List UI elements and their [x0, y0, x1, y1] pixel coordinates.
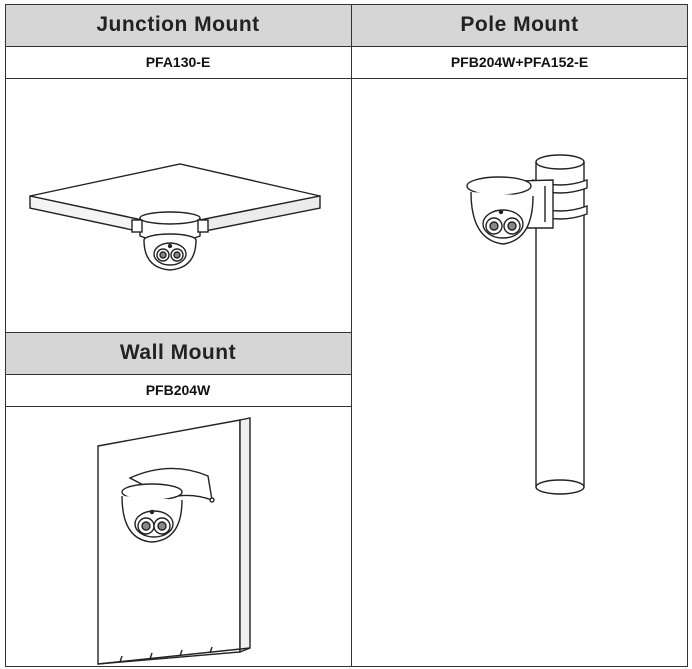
- mount-table: Junction Mount Pole Mount PFA130-E PFB20…: [5, 4, 688, 667]
- wall-row-divider-mid: [5, 374, 352, 375]
- table-border-right: [687, 4, 688, 667]
- pole-mount-header: Pole Mount: [351, 4, 688, 46]
- wall-row-divider-top: [5, 332, 352, 333]
- wall-mounted-dome-camera-icon: [97, 417, 251, 665]
- table-border-top: [5, 4, 688, 5]
- junction-model-label: PFA130-E: [145, 54, 211, 70]
- pole-model-label: PFB204W+PFA152-E: [450, 54, 589, 70]
- wall-row-divider-bottom: [5, 406, 352, 407]
- table-border-left: [5, 4, 6, 667]
- row-divider-2: [5, 78, 688, 79]
- row-divider-1: [5, 46, 688, 47]
- junction-mount-header: Junction Mount: [5, 4, 351, 46]
- table-border-bottom: [5, 666, 688, 667]
- table-divider-vertical: [351, 4, 352, 667]
- ceiling-junction-dome-camera-icon: [29, 163, 321, 271]
- wall-mount-header: Wall Mount: [5, 332, 351, 374]
- pole-mounted-dome-camera-icon: [466, 154, 588, 495]
- wall-model-label: PFB204W: [145, 382, 211, 398]
